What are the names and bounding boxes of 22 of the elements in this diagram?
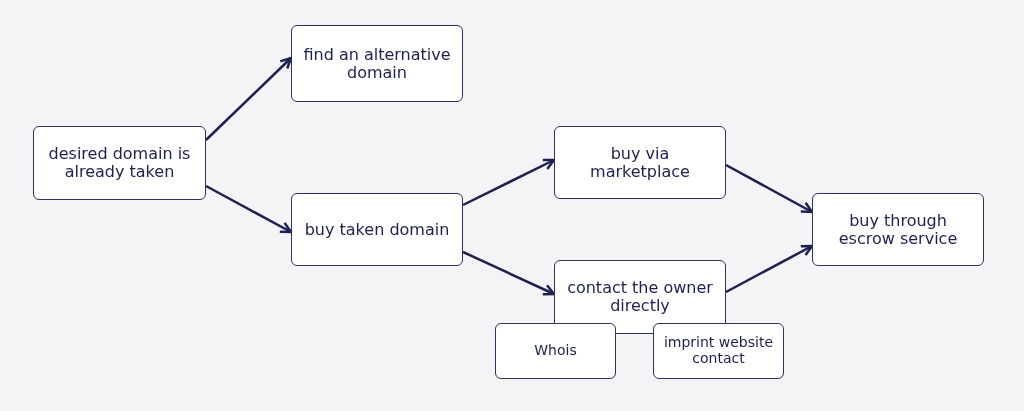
arrow <box>462 158 556 207</box>
box-label: desired domain is already taken <box>47 145 192 181</box>
box-label: imprint website contact <box>662 335 775 367</box>
box-label: buy taken domain <box>303 220 451 239</box>
box-label: Whois <box>533 343 578 359</box>
process-box <box>812 193 984 266</box>
process-box <box>554 260 726 334</box>
process-box <box>33 126 206 200</box>
box-label: contact the owner directly <box>566 279 714 315</box>
process-box <box>291 193 463 266</box>
arrow <box>725 244 814 294</box>
box-label: find an alternative domain <box>302 45 452 82</box>
process-box <box>554 126 726 199</box>
box-label: buy through escrow service <box>837 211 959 248</box>
arrow <box>462 250 556 296</box>
process-box <box>291 25 463 102</box>
arrow <box>205 56 293 141</box>
arrow <box>725 163 814 214</box>
box-label: buy via marketplace <box>589 144 691 181</box>
process-box <box>495 323 616 379</box>
arrow <box>205 184 293 234</box>
process-box <box>653 323 784 379</box>
